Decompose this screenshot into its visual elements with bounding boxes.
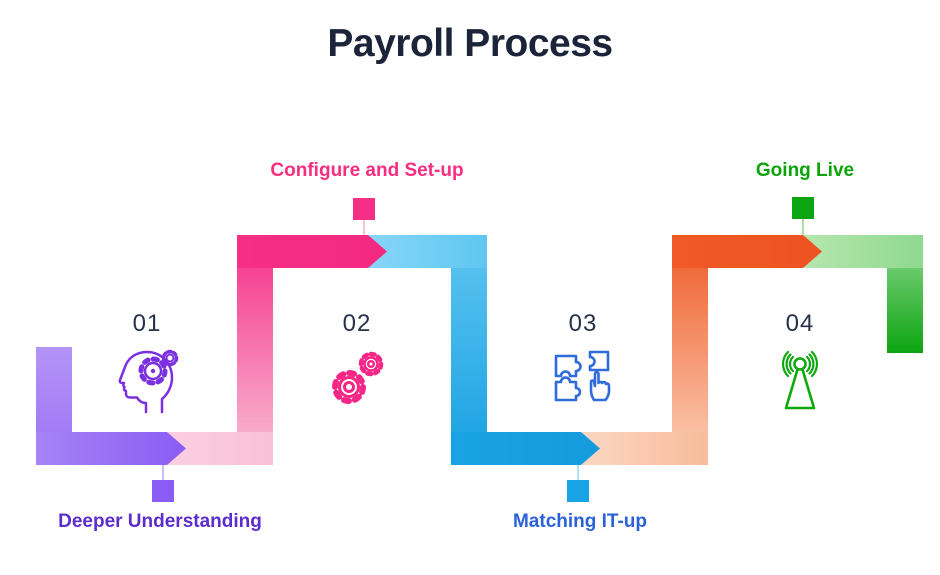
ribbon-arrow-purple [36, 432, 186, 465]
ribbon-band-orange-start [582, 432, 708, 465]
step-3-label: Matching IT-up [512, 511, 648, 532]
connector-line-step-4 [802, 219, 804, 235]
step-4-number: 04 [785, 310, 815, 337]
antenna-icon [774, 344, 826, 414]
puzzle-hand-icon [550, 344, 616, 414]
step-1-block: 01 [87, 310, 207, 414]
ribbon-column-orange [672, 235, 708, 465]
ribbon-arrow-blue [451, 432, 600, 465]
ribbon-band-green-start [804, 235, 923, 268]
ribbon-band-blue-start [368, 235, 487, 268]
connector-line-step-2 [363, 220, 365, 235]
connector-line-step-1 [162, 465, 164, 480]
step-2-number: 02 [342, 310, 372, 337]
step-4-label: Going Live [755, 160, 855, 181]
step-2-label: Configure and Set-up [270, 160, 464, 181]
step-2-block: 02 [297, 310, 417, 410]
step-4-block: 04 [740, 310, 860, 414]
step-1-label: Deeper Understanding [58, 511, 262, 532]
gears-icon [324, 344, 390, 410]
step-3-block: 03 [523, 310, 643, 414]
ribbon-arrow-orange [672, 235, 822, 268]
step-1-number: 01 [132, 310, 162, 337]
marker-square-step-4 [792, 197, 814, 219]
marker-square-step-1 [152, 480, 174, 502]
ribbon-column-pink [237, 235, 273, 465]
page-title: Payroll Process [327, 22, 613, 65]
head-gears-icon [109, 344, 185, 414]
marker-square-step-2 [353, 198, 375, 220]
connector-line-step-3 [577, 465, 579, 480]
ribbon-arrow-pink [237, 235, 387, 268]
step-3-number: 03 [568, 310, 598, 337]
marker-square-step-3 [567, 480, 589, 502]
ribbon-column-blue [451, 235, 487, 465]
